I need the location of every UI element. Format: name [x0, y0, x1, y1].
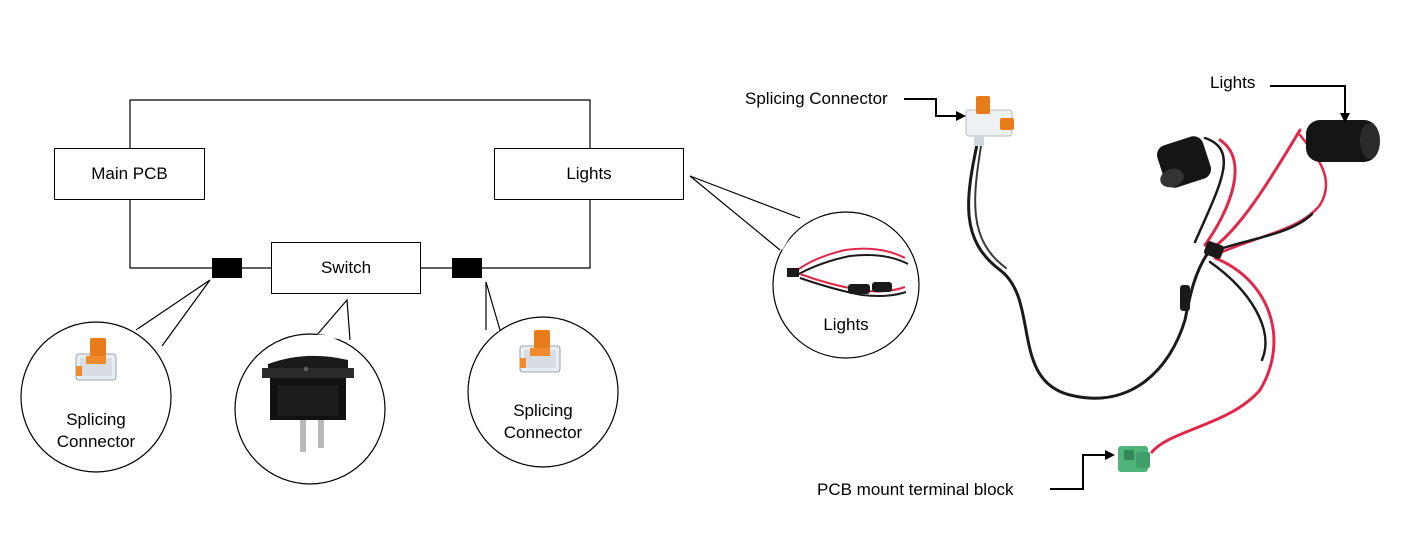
callout-label-splicing-left: Splicing Connector	[46, 409, 146, 453]
red-wire-lower	[1150, 256, 1276, 454]
photo-label-splicing-connector: Splicing Connector	[745, 89, 888, 108]
callout-pointer-left	[135, 279, 211, 347]
splicing-connector-icon	[75, 338, 117, 381]
callout-circle-splicing-right	[467, 316, 619, 468]
callout-label-splicing-right: Splicing Connector	[493, 400, 593, 444]
top-wire	[129, 99, 591, 148]
splice-block-left	[212, 258, 242, 278]
switch-label: Switch	[320, 258, 372, 277]
left-bottom-wire	[129, 200, 212, 269]
switch-box: Switch	[271, 242, 421, 294]
callout-circle-splicing-left	[20, 321, 172, 473]
main-pcb-label: Main PCB	[91, 164, 168, 183]
lights-box: Lights	[494, 148, 684, 200]
arrow-splicing-connector	[904, 98, 966, 121]
lights-wire-icon	[787, 247, 909, 297]
terminal-block-icon	[1118, 446, 1150, 472]
harness-illustration	[967, 128, 1328, 454]
light-housing-icon	[1306, 120, 1380, 162]
callout-pointer-lights	[689, 175, 801, 251]
callout-label-lights: Lights	[823, 315, 869, 334]
splice-block-right	[452, 258, 482, 278]
callout-circle-lights	[772, 211, 920, 359]
light-housing-icon	[1156, 136, 1212, 188]
photo-label-lights: Lights	[1210, 73, 1256, 92]
callout-pointer-switch	[315, 298, 351, 341]
black-wire	[967, 138, 1212, 400]
callout-pointer-right	[485, 281, 501, 331]
callout-label-line: Splicing	[513, 401, 573, 420]
callout-label-line: Connector	[56, 432, 136, 451]
splicing-connector-photo-icon	[965, 96, 1014, 146]
photo-label-terminal-block: PCB mount terminal block	[817, 480, 1014, 499]
main-pcb-box: Main PCB	[54, 148, 205, 200]
splicing-connector-icon	[519, 330, 561, 373]
arrow-lights	[1270, 85, 1350, 123]
callout-label-line: Splicing	[66, 410, 126, 429]
right-bottom-wire	[482, 200, 591, 269]
lights-label: Lights	[566, 164, 612, 183]
red-wire	[1208, 128, 1302, 252]
rocker-switch-icon	[262, 355, 354, 452]
arrow-terminal-block	[1050, 450, 1115, 490]
callout-label-line: Connector	[503, 423, 583, 442]
